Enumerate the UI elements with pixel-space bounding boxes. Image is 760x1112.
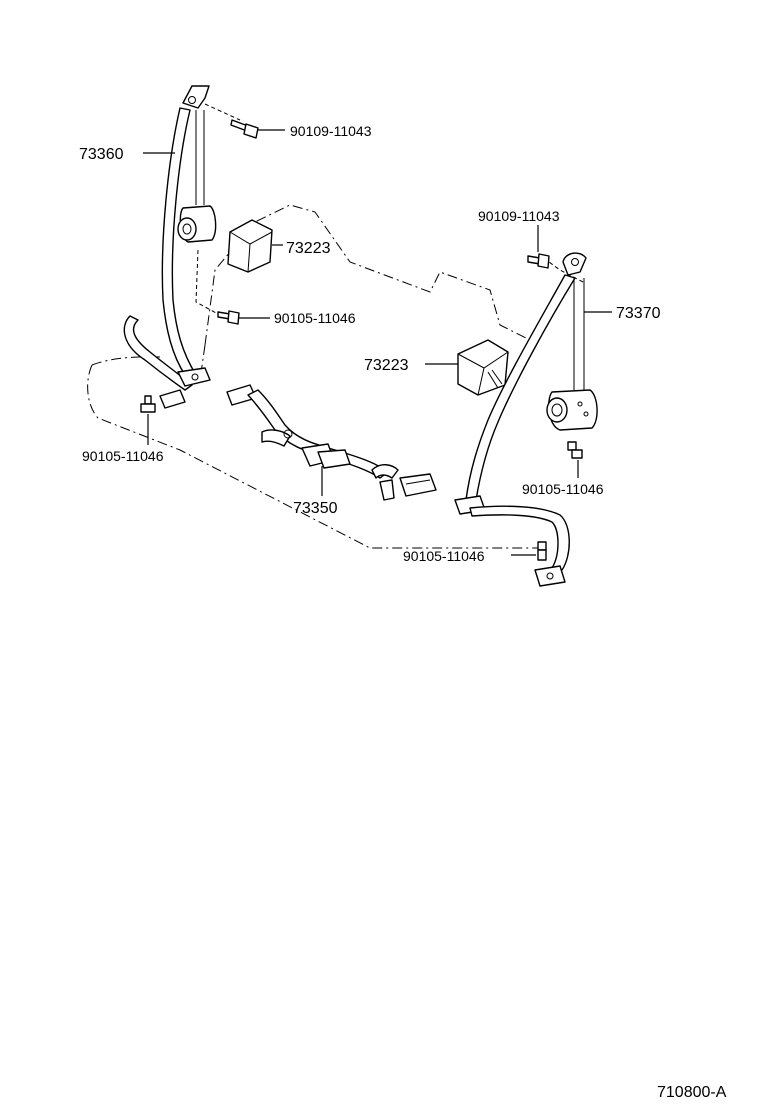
label-bolt-right-floor: 90105-11046 (403, 548, 485, 564)
leader-lines (143, 129, 612, 556)
label-73370: 73370 (616, 305, 661, 322)
label-73350: 73350 (293, 500, 338, 517)
label-cover-upper: 73223 (286, 240, 331, 257)
bolt-left-floor (140, 395, 156, 413)
label-bolt-left-mid: 90105-11046 (274, 310, 356, 326)
label-cover-lower: 73223 (364, 357, 409, 374)
center-lap-belt (226, 384, 437, 501)
label-bolt-right-mid: 90105-11046 (522, 481, 604, 497)
bolt-right-floor (537, 541, 547, 561)
bolt-right-top (527, 253, 550, 269)
alignment-lines (195, 103, 584, 315)
label-bolt-right-top: 90109-11043 (478, 208, 560, 224)
label-73360: 73360 (79, 146, 124, 163)
right-seat-belt-assembly (454, 252, 598, 587)
left-seat-belt-assembly (123, 85, 217, 409)
belt-cover-upper (227, 219, 273, 273)
bolt-right-mid (567, 441, 583, 459)
figure-code: 710800-A (657, 1084, 727, 1101)
bolt-left-top (230, 119, 259, 139)
label-bolt-left-floor: 90105-11046 (82, 448, 164, 464)
label-bolt-left-top: 90109-11043 (290, 123, 372, 139)
bolt-left-mid (217, 310, 240, 325)
belt-cover-lower (457, 339, 509, 396)
